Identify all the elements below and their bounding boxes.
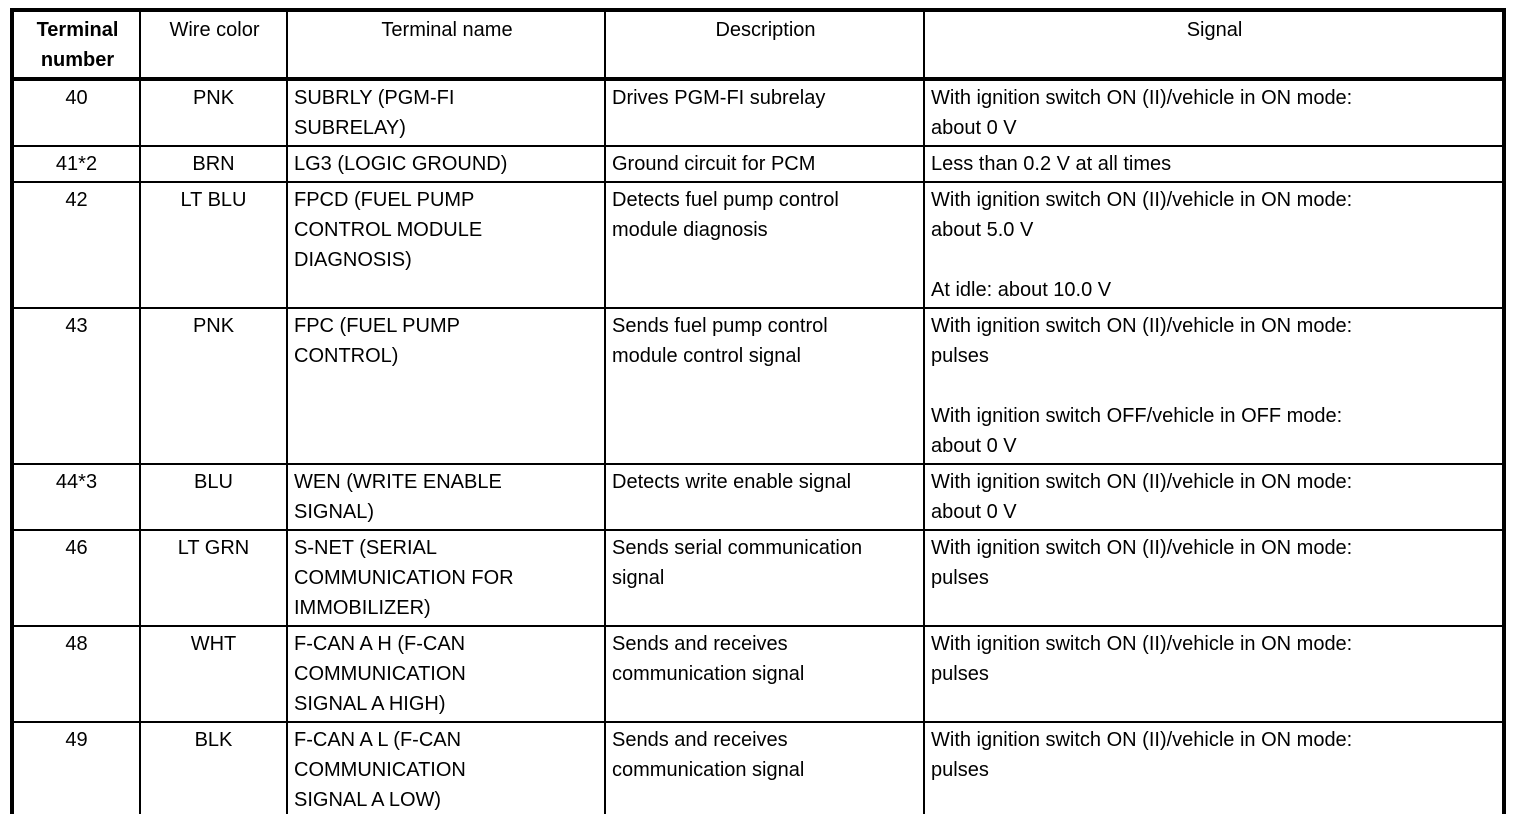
cell-terminal-number: 46 (11, 529, 141, 627)
cell-terminal-number: 40 (11, 78, 141, 147)
cell-signal: With ignition switch ON (II)/vehicle in … (923, 307, 1505, 465)
table-header-row: Terminal number Wire color Terminal name… (11, 9, 1505, 81)
table-row: 42 LT BLU FPCD (FUEL PUMP CONTROL MODULE… (11, 181, 1505, 309)
cell-terminal-name: S-NET (SERIAL COMMUNICATION FOR IMMOBILI… (286, 529, 606, 627)
terminal-description-table: Terminal number Wire color Terminal name… (10, 8, 1506, 814)
cell-description: Drives PGM-FI subrelay (604, 78, 925, 147)
header-description: Description (604, 9, 925, 81)
cell-wire-color: PNK (139, 307, 288, 465)
cell-terminal-name: WEN (WRITE ENABLE SIGNAL) (286, 463, 606, 531)
cell-wire-color: BLU (139, 463, 288, 531)
cell-signal: With ignition switch ON (II)/vehicle in … (923, 78, 1505, 147)
cell-wire-color: LT GRN (139, 529, 288, 627)
cell-signal: With ignition switch ON (II)/vehicle in … (923, 529, 1505, 627)
cell-wire-color: WHT (139, 625, 288, 723)
cell-wire-color: PNK (139, 78, 288, 147)
table-row: 46 LT GRN S-NET (SERIAL COMMUNICATION FO… (11, 529, 1505, 627)
cell-signal: With ignition switch ON (II)/vehicle in … (923, 181, 1505, 309)
table-row: 40 PNK SUBRLY (PGM-FI SUBRELAY) Drives P… (11, 78, 1505, 147)
header-terminal-number: Terminal number (11, 9, 141, 81)
cell-signal: With ignition switch ON (II)/vehicle in … (923, 625, 1505, 723)
cell-signal: With ignition switch ON (II)/vehicle in … (923, 721, 1505, 814)
cell-signal: Less than 0.2 V at all times (923, 145, 1505, 183)
cell-description: Sends fuel pump control module control s… (604, 307, 925, 465)
cell-terminal-name: F-CAN A L (F-CAN COMMUNICATION SIGNAL A … (286, 721, 606, 814)
cell-terminal-name: FPC (FUEL PUMP CONTROL) (286, 307, 606, 465)
cell-description: Sends and receives communication signal (604, 625, 925, 723)
cell-terminal-number: 48 (11, 625, 141, 723)
cell-terminal-name: F-CAN A H (F-CAN COMMUNICATION SIGNAL A … (286, 625, 606, 723)
cell-terminal-number: 42 (11, 181, 141, 309)
cell-description: Ground circuit for PCM (604, 145, 925, 183)
cell-terminal-number: 43 (11, 307, 141, 465)
cell-terminal-name: LG3 (LOGIC GROUND) (286, 145, 606, 183)
header-terminal-name: Terminal name (286, 9, 606, 81)
cell-terminal-number: 44*3 (11, 463, 141, 531)
cell-description: Sends and receives communication signal (604, 721, 925, 814)
cell-terminal-name: FPCD (FUEL PUMP CONTROL MODULE DIAGNOSIS… (286, 181, 606, 309)
header-wire-color: Wire color (139, 9, 288, 81)
table-row: 43 PNK FPC (FUEL PUMP CONTROL) Sends fue… (11, 307, 1505, 465)
cell-wire-color: LT BLU (139, 181, 288, 309)
cell-description: Detects fuel pump control module diagnos… (604, 181, 925, 309)
cell-description: Detects write enable signal (604, 463, 925, 531)
table-row: 48 WHT F-CAN A H (F-CAN COMMUNICATION SI… (11, 625, 1505, 723)
table-row: 44*3 BLU WEN (WRITE ENABLE SIGNAL) Detec… (11, 463, 1505, 531)
cell-wire-color: BRN (139, 145, 288, 183)
cell-description: Sends serial communication signal (604, 529, 925, 627)
cell-terminal-number: 49 (11, 721, 141, 814)
cell-signal: With ignition switch ON (II)/vehicle in … (923, 463, 1505, 531)
table-row: 49 BLK F-CAN A L (F-CAN COMMUNICATION SI… (11, 721, 1505, 814)
cell-terminal-number: 41*2 (11, 145, 141, 183)
cell-terminal-name: SUBRLY (PGM-FI SUBRELAY) (286, 78, 606, 147)
cell-wire-color: BLK (139, 721, 288, 814)
table-row: 41*2 BRN LG3 (LOGIC GROUND) Ground circu… (11, 145, 1505, 183)
header-signal: Signal (923, 9, 1505, 81)
